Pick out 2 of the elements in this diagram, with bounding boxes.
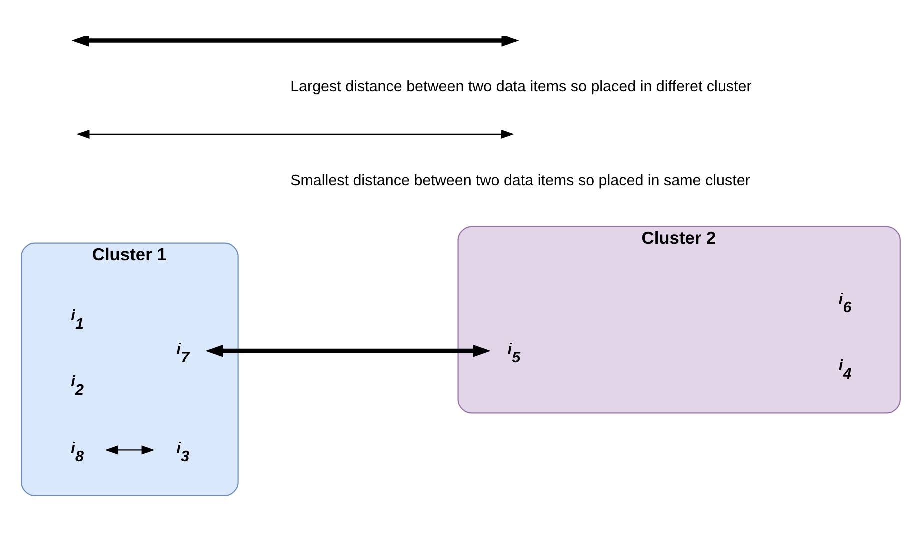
legend-label: Smallest distance between two data items so placed in same cluster [290,172,750,189]
legend-label: Largest distance between two data items so placed in differet cluster [290,78,752,96]
